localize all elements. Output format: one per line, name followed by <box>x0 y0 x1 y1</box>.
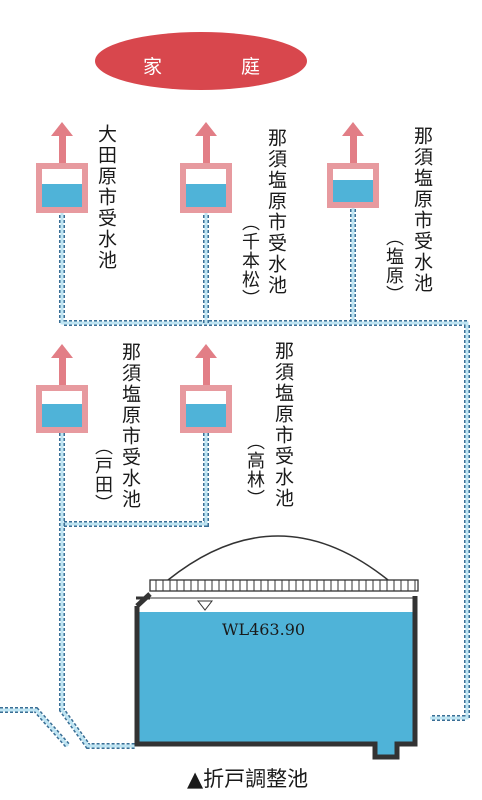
arrow-up-icon <box>195 344 217 385</box>
reservoir-roof-grate <box>155 580 416 591</box>
home-ellipse <box>95 32 307 90</box>
tank-sub-toda: （戸田） <box>92 437 113 513</box>
water-level-label: WL463.90 <box>222 620 306 639</box>
tank-shiobara-shape <box>327 163 379 208</box>
tank-label-senbonmatsu: 那須塩原市受水池 <box>265 128 287 296</box>
water-level-marker-icon <box>196 600 214 611</box>
reservoir-walls <box>134 596 418 760</box>
tank-label-ohtawara: 大田原市受水池 <box>95 124 117 271</box>
tank-label-toda: 那須塩原市受水池 <box>119 342 141 510</box>
tank-label-takabayashi: 那須塩原市受水池 <box>272 341 294 509</box>
reservoir-roof <box>149 579 419 592</box>
pipe-left-outlet <box>0 707 71 748</box>
reservoir-water <box>137 612 415 757</box>
tank-toda-shape <box>36 385 88 433</box>
receiving-tanks <box>36 163 379 433</box>
reservoir-dome <box>167 535 389 581</box>
arrow-up-icon <box>342 122 364 163</box>
tank-sub-senbonmatsu: （千本松） <box>239 213 260 308</box>
arrow-up-icon <box>51 344 73 385</box>
reservoir-caption: ▲折戸調整池 <box>187 767 309 791</box>
home-label-2: 庭 <box>241 56 261 78</box>
arrow-up-icon <box>195 122 217 163</box>
pipe-network <box>0 204 470 749</box>
arrow-up-icon <box>51 122 73 163</box>
tank-sub-takabayashi: （高林） <box>244 432 265 508</box>
flow-arrows <box>51 122 364 385</box>
tank-sub-shiobara: （塩原） <box>383 228 404 304</box>
tank-senbonmatsu-shape <box>180 163 232 213</box>
home-label-1: 家 <box>143 56 163 78</box>
reservoir <box>134 535 419 760</box>
tank-ohtawara-shape <box>36 163 88 213</box>
tank-takabayashi-shape <box>180 385 232 433</box>
tank-label-shiobara: 那須塩原市受水池 <box>411 126 433 294</box>
